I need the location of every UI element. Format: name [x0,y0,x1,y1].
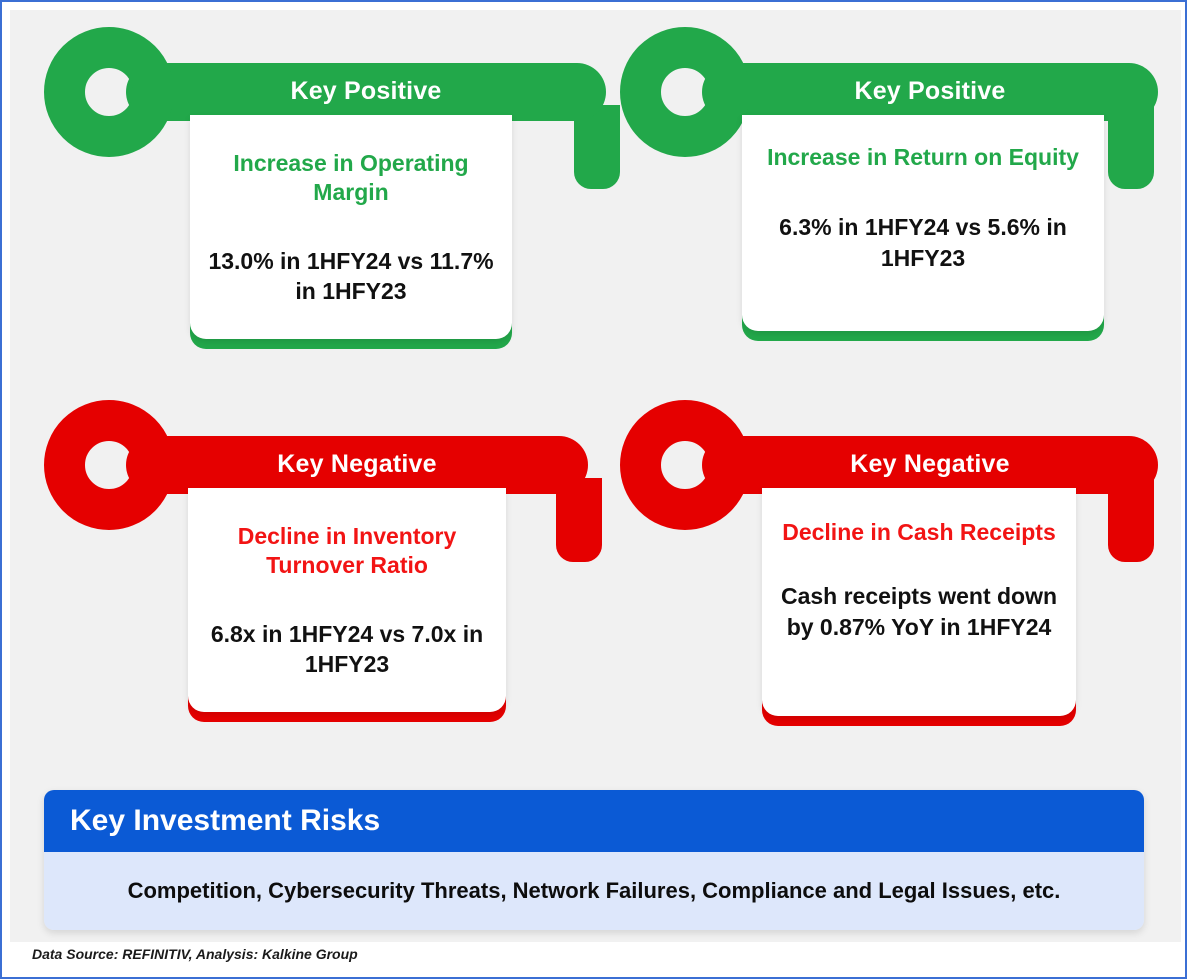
key-bow-icon [44,400,174,530]
key-shaft-banner: Key Negative [702,436,1158,494]
card-badge-label: Key Negative [277,450,437,478]
key-shaft-banner: Key Positive [702,63,1158,121]
key-shaft-banner: Key Positive [126,63,606,121]
card-badge-label: Key Negative [850,450,1010,478]
card-statistic: 6.3% in 1HFY24 vs 5.6% in 1HFY23 [779,214,1067,272]
key-bow-icon [620,400,750,530]
key-card-cash-receipts: Key Negative Decline in Cash Receipts Ca… [620,400,1180,730]
key-bow-icon [44,27,174,157]
card-panel: Decline in Cash Receipts Cash receipts w… [762,488,1076,716]
risks-description: Competition, Cybersecurity Threats, Netw… [127,878,1061,903]
risks-title: Key Investment Risks [70,804,381,837]
card-heading: Increase in Operating Margin [233,150,469,206]
card-heading: Increase in Return on Equity [767,144,1079,170]
card-panel: Decline in Inventory Turnover Ratio 6.8x… [188,488,506,712]
card-panel: Increase in Return on Equity 6.3% in 1HF… [742,115,1104,331]
risks-body: Competition, Cybersecurity Threats, Netw… [44,852,1144,930]
risks-header: Key Investment Risks [44,790,1144,852]
key-card-inventory-turnover: Key Negative Decline in Inventory Turnov… [44,400,604,730]
card-statistic: 6.8x in 1HFY24 vs 7.0x in 1HFY23 [210,620,484,678]
key-shaft-banner: Key Negative [126,436,588,494]
card-heading: Decline in Inventory Turnover Ratio [237,523,457,579]
card-badge-label: Key Positive [290,77,442,105]
card-badge-label: Key Positive [854,77,1006,105]
card-statistic: 13.0% in 1HFY24 vs 11.7% in 1HFY23 [208,247,494,305]
key-investment-risks-panel: Key Investment Risks Competition, Cybers… [44,790,1144,930]
key-bow-icon [620,27,750,157]
card-statistic: Cash receipts went down by 0.87% YoY in … [780,583,1058,641]
key-card-operating-margin: Key Positive Increase in Operating Margi… [44,27,620,357]
card-panel: Increase in Operating Margin 13.0% in 1H… [190,115,512,339]
source-note: Data Source: REFINITIV, Analysis: Kalkin… [32,946,358,962]
card-heading: Decline in Cash Receipts [782,519,1056,545]
key-card-return-on-equity: Key Positive Increase in Return on Equit… [620,27,1180,357]
